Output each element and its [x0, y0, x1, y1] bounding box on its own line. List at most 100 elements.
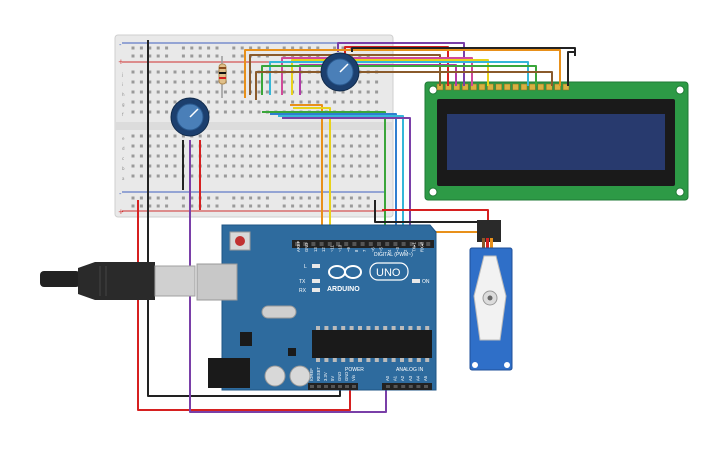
pin-socket[interactable] — [303, 242, 308, 246]
breadboard-hole — [333, 134, 337, 138]
pin-label-gnd: GND — [304, 243, 309, 252]
breadboard-hole — [265, 134, 269, 138]
breadboard-hole — [375, 174, 379, 178]
breadboard-hole — [333, 174, 337, 178]
rail-hole — [257, 204, 261, 208]
chip-pin — [391, 358, 396, 362]
rail-hole — [215, 196, 219, 200]
pin-label-analog: A4 — [415, 375, 420, 381]
pin-socket[interactable] — [377, 242, 381, 246]
pin-socket[interactable] — [393, 242, 398, 246]
pin-socket[interactable] — [409, 242, 414, 246]
breadboard-hole — [265, 154, 269, 158]
breadboard-hole — [165, 90, 169, 94]
breadboard-hole — [249, 164, 253, 168]
breadboard-hole — [223, 144, 227, 148]
lcd-pin — [495, 83, 503, 91]
atmega-chip-pins — [316, 326, 430, 362]
rail-hole — [316, 196, 320, 200]
rail-hole — [165, 204, 169, 208]
pin-socket[interactable] — [317, 385, 321, 388]
potentiometer-contrast[interactable] — [320, 52, 360, 92]
breadboard-hole — [341, 90, 345, 94]
pin-label-power: GND — [337, 372, 342, 381]
pin-socket[interactable] — [352, 385, 356, 388]
pin-socket[interactable] — [424, 385, 428, 388]
breadboard-hole — [291, 100, 295, 104]
wire-lcd-d7-orange — [244, 49, 561, 98]
breadboard-hole — [139, 144, 143, 148]
breadboard-hole — [173, 80, 177, 84]
pin-socket[interactable] — [401, 242, 406, 246]
breadboard-hole — [249, 100, 253, 104]
rail-hole — [148, 204, 152, 208]
breadboard-hole — [257, 174, 261, 178]
row-letter-i: i — [122, 82, 123, 87]
pin-socket[interactable] — [418, 242, 422, 246]
servo-motor[interactable] — [469, 220, 513, 371]
pin-socket[interactable] — [331, 385, 335, 388]
breadboard-hole — [249, 154, 253, 158]
pin-label-digital: 12 — [321, 247, 326, 252]
breadboard-hole — [316, 164, 320, 168]
led-on — [412, 279, 420, 283]
arduino-uno-board[interactable]: L TX RX ON ARDUINO UNO DIGITAL (PWM~) PO… — [196, 224, 437, 391]
capacitor-1 — [264, 365, 286, 387]
pin-socket[interactable] — [310, 385, 314, 388]
pin-socket[interactable] — [319, 242, 324, 246]
breadboard-hole — [291, 134, 295, 138]
pin-socket[interactable] — [368, 242, 373, 246]
rail-hole — [265, 196, 269, 200]
rail-hole — [307, 196, 311, 200]
resistor[interactable] — [218, 56, 227, 98]
pin-label-digital: ~11 — [329, 245, 334, 252]
breadboard-hole — [316, 134, 320, 138]
chip-pin — [383, 326, 388, 330]
breadboard-hole — [232, 174, 236, 178]
breadboard-hole — [307, 144, 311, 148]
pin-socket[interactable] — [408, 385, 413, 388]
label-tx: TX — [299, 279, 306, 285]
pin-socket[interactable] — [345, 385, 349, 388]
breadboard-hole — [173, 164, 177, 168]
pin-socket[interactable] — [426, 242, 431, 246]
pin-socket[interactable] — [352, 242, 357, 246]
breadboard-hole — [358, 90, 362, 94]
pin-socket[interactable] — [386, 385, 390, 388]
rail-hole — [240, 204, 244, 208]
reset-button[interactable] — [235, 236, 245, 246]
wire-lcd-k-black-2 — [351, 47, 576, 56]
pin-socket[interactable] — [416, 385, 421, 388]
breadboard-hole — [282, 164, 286, 168]
breadboard-hole — [324, 134, 328, 138]
breadboard-hole — [249, 110, 253, 114]
crystal-oscillator — [261, 305, 297, 319]
pin-socket[interactable] — [393, 385, 398, 388]
pin-label-power: 3.3V — [323, 372, 328, 381]
pin-socket[interactable] — [385, 242, 390, 246]
lcd-module[interactable] — [424, 81, 689, 201]
rail-hole — [181, 46, 185, 50]
rail-hole — [207, 46, 211, 50]
servo-wire-orange — [490, 238, 493, 250]
breadboard-hole — [190, 80, 194, 84]
pin-socket[interactable] — [311, 242, 316, 246]
pin-label-digital: ~5 — [379, 247, 384, 252]
breadboard-hole — [215, 80, 219, 84]
pin-socket[interactable] — [324, 385, 328, 388]
breadboard-hole — [274, 144, 278, 148]
breadboard-hole — [333, 144, 337, 148]
pin-socket[interactable] — [338, 385, 342, 388]
breadboard-hole — [190, 164, 194, 168]
potentiometer-control[interactable] — [170, 97, 210, 137]
rail-hole — [291, 204, 295, 208]
pin-socket[interactable] — [327, 242, 332, 246]
pin-socket[interactable] — [344, 242, 349, 246]
pin-socket[interactable] — [336, 242, 340, 246]
rail-hole — [156, 204, 160, 208]
pin-socket[interactable] — [295, 242, 299, 246]
pin-socket[interactable] — [360, 242, 365, 246]
pin-socket[interactable] — [401, 385, 406, 388]
breadboard-hole — [240, 134, 244, 138]
rail-hole — [299, 196, 303, 200]
